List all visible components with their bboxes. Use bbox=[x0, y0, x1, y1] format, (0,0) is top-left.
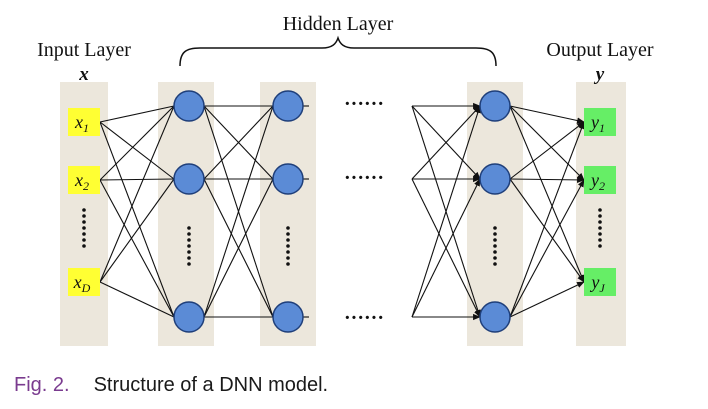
connection bbox=[203, 105, 274, 318]
vertical-dots bbox=[82, 232, 86, 236]
figure-number: Fig. 2. bbox=[14, 374, 70, 396]
vertical-dots bbox=[286, 238, 290, 242]
vertical-dots bbox=[187, 226, 191, 230]
output-node-box bbox=[584, 108, 616, 136]
connection bbox=[99, 178, 175, 283]
hidden-neuron bbox=[479, 90, 511, 122]
hidden-layer-brace bbox=[179, 35, 497, 67]
connection bbox=[203, 178, 274, 318]
input-node-box bbox=[68, 108, 100, 136]
vertical-dots bbox=[286, 232, 290, 236]
input-node-box bbox=[68, 166, 100, 194]
output-layer-title: Output Layer bbox=[546, 39, 654, 61]
hidden-neuron bbox=[272, 301, 304, 333]
vertical-dots bbox=[493, 262, 497, 266]
vertical-dots bbox=[598, 244, 602, 248]
hidden-neuron bbox=[272, 90, 304, 122]
vertical-dots bbox=[598, 208, 602, 212]
connection bbox=[99, 281, 175, 318]
vertical-dots bbox=[493, 256, 497, 260]
vertical-dots bbox=[187, 232, 191, 236]
connection bbox=[411, 105, 481, 318]
vertical-dots bbox=[187, 262, 191, 266]
vertical-dots bbox=[493, 244, 497, 248]
vertical-dots bbox=[82, 214, 86, 218]
vertical-dots bbox=[493, 232, 497, 236]
nodes bbox=[68, 90, 616, 333]
input-layer-symbol: x bbox=[78, 64, 89, 85]
hidden-neuron bbox=[479, 163, 511, 195]
input-node-box bbox=[68, 268, 100, 296]
caption-text: Structure of a DNN model. bbox=[93, 374, 329, 396]
connection bbox=[203, 105, 274, 180]
vertical-dots bbox=[598, 238, 602, 242]
connection bbox=[509, 105, 585, 181]
vertical-dots bbox=[82, 226, 86, 230]
horizontal-ellipsis: ······ bbox=[344, 307, 384, 329]
vertical-dots bbox=[82, 244, 86, 248]
vertical-dots bbox=[286, 256, 290, 260]
input-layer-title: Input Layer bbox=[37, 39, 131, 61]
connection bbox=[509, 121, 585, 180]
vertical-dots bbox=[598, 226, 602, 230]
vertical-dots bbox=[598, 220, 602, 224]
vertical-dots bbox=[187, 244, 191, 248]
figure-caption: Fig. 2. Structure of a DNN model. bbox=[14, 374, 328, 397]
vertical-dots bbox=[187, 250, 191, 254]
vertical-dots bbox=[82, 220, 86, 224]
connection bbox=[99, 105, 175, 181]
connection bbox=[509, 176, 585, 183]
output-node-box bbox=[584, 268, 616, 296]
vertical-dots bbox=[493, 250, 497, 254]
hidden-neuron bbox=[272, 163, 304, 195]
connection bbox=[509, 179, 585, 318]
horizontal-ellipsis: ······ bbox=[344, 167, 384, 189]
hidden-neuron bbox=[479, 301, 511, 333]
vertical-dots bbox=[598, 214, 602, 218]
vertical-dots bbox=[82, 238, 86, 242]
connection bbox=[411, 178, 481, 318]
layer-bands bbox=[60, 82, 626, 346]
connection bbox=[509, 178, 585, 283]
vertical-dots bbox=[187, 256, 191, 260]
connection bbox=[99, 121, 175, 180]
vertical-dots bbox=[493, 226, 497, 230]
connection bbox=[509, 105, 585, 283]
output-layer-symbol: y bbox=[594, 64, 605, 85]
vertical-dots bbox=[286, 226, 290, 230]
hidden-layer-label: Hidden Layer bbox=[283, 13, 394, 35]
connection bbox=[509, 281, 585, 318]
connection bbox=[99, 105, 175, 123]
output-node-box bbox=[584, 166, 616, 194]
connection bbox=[99, 105, 175, 283]
vertical-dots bbox=[286, 250, 290, 254]
connection bbox=[509, 121, 585, 318]
connection bbox=[509, 105, 585, 124]
hidden-neuron bbox=[173, 301, 205, 333]
hidden-neuron bbox=[173, 163, 205, 195]
connection bbox=[411, 105, 481, 180]
horizontal-ellipsis: ······ bbox=[344, 93, 384, 115]
vertical-dots bbox=[82, 208, 86, 212]
vertical-dots bbox=[187, 238, 191, 242]
connection bbox=[99, 121, 175, 318]
connection bbox=[99, 178, 175, 181]
hidden-neuron bbox=[173, 90, 205, 122]
connection bbox=[99, 179, 175, 318]
vertical-dots bbox=[286, 262, 290, 266]
vertical-dots bbox=[286, 244, 290, 248]
vertical-dots bbox=[493, 238, 497, 242]
connections bbox=[99, 102, 585, 321]
vertical-dots bbox=[598, 232, 602, 236]
